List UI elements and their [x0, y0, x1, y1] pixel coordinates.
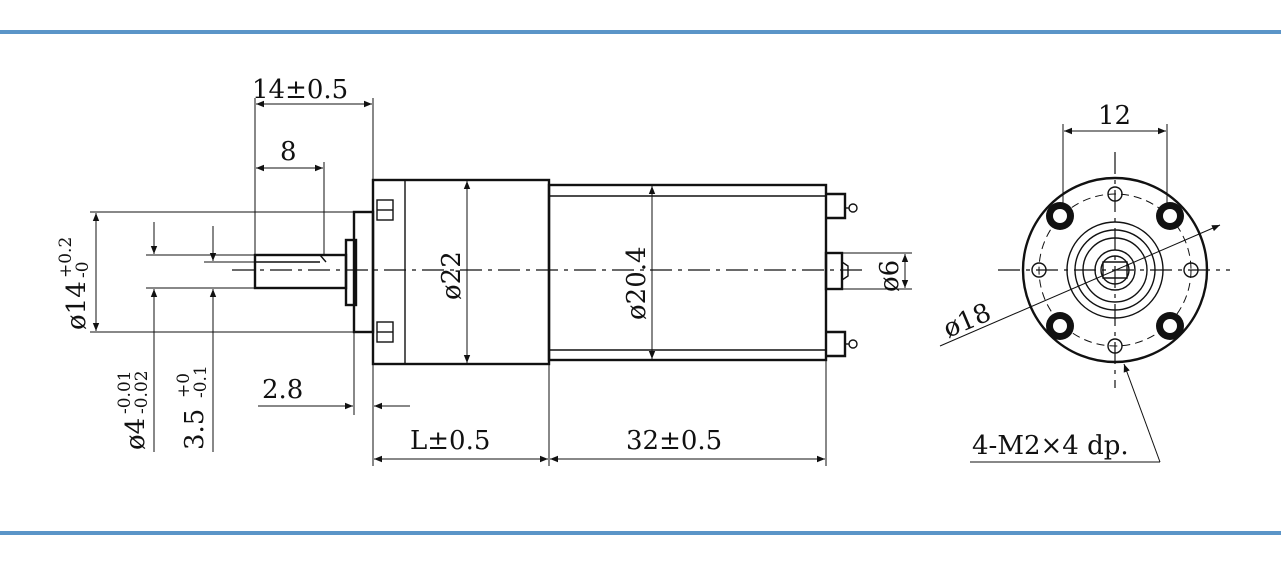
dim-shaft-len: 8: [280, 137, 297, 167]
dia-shaft: ø4: [121, 418, 151, 450]
bolt-pcd: [1038, 193, 1192, 347]
holes-note: 4-M2×4 dp.: [972, 431, 1129, 461]
dia-pcd: ø18: [939, 298, 996, 345]
flat-tol-upper: +0: [174, 373, 194, 398]
bottom-rule: [0, 531, 1281, 535]
dia-pilot-tol-upper: +0.2: [56, 237, 76, 278]
rear-boss: [824, 251, 844, 291]
tapped-holes: [1031, 186, 1199, 354]
dia-shaft-tol-lower: -0.02: [132, 370, 152, 414]
terminal-top: [826, 192, 847, 220]
dia-motor: ø20.4: [622, 246, 652, 320]
dia-boss: ø6: [875, 260, 905, 292]
dia-shaft-tol-upper: -0.01: [115, 370, 135, 414]
end-outline: [1021, 176, 1209, 364]
flat-tol-lower: -0.1: [191, 365, 211, 398]
dim-flange: 2.8: [262, 375, 303, 405]
mount-screws: [1046, 202, 1184, 340]
dia-gearbox: ø22: [437, 251, 467, 300]
dim-shaft-total: 14±0.5: [252, 75, 348, 105]
front-flange: [352, 210, 375, 334]
terminal-bottom: [826, 330, 847, 358]
output-shaft: [253, 253, 348, 290]
top-rule: [0, 30, 1281, 34]
side-view: 14±0.5 8 ø14 +0.2 -0 ø4 -0.01 -0.02: [56, 75, 912, 466]
dim-motor-len: 32±0.5: [626, 426, 722, 456]
end-view: 12 ø18 4-M2×4 dp.: [939, 101, 1230, 463]
flat-dim: 3.5: [180, 409, 210, 450]
dia-pilot: ø14: [62, 281, 92, 330]
dim-gearbox-len: L±0.5: [410, 426, 490, 456]
motor-body: [547, 183, 828, 362]
dia-pilot-tol-lower: -0: [73, 261, 93, 278]
dim-hole-spacing: 12: [1098, 101, 1131, 131]
